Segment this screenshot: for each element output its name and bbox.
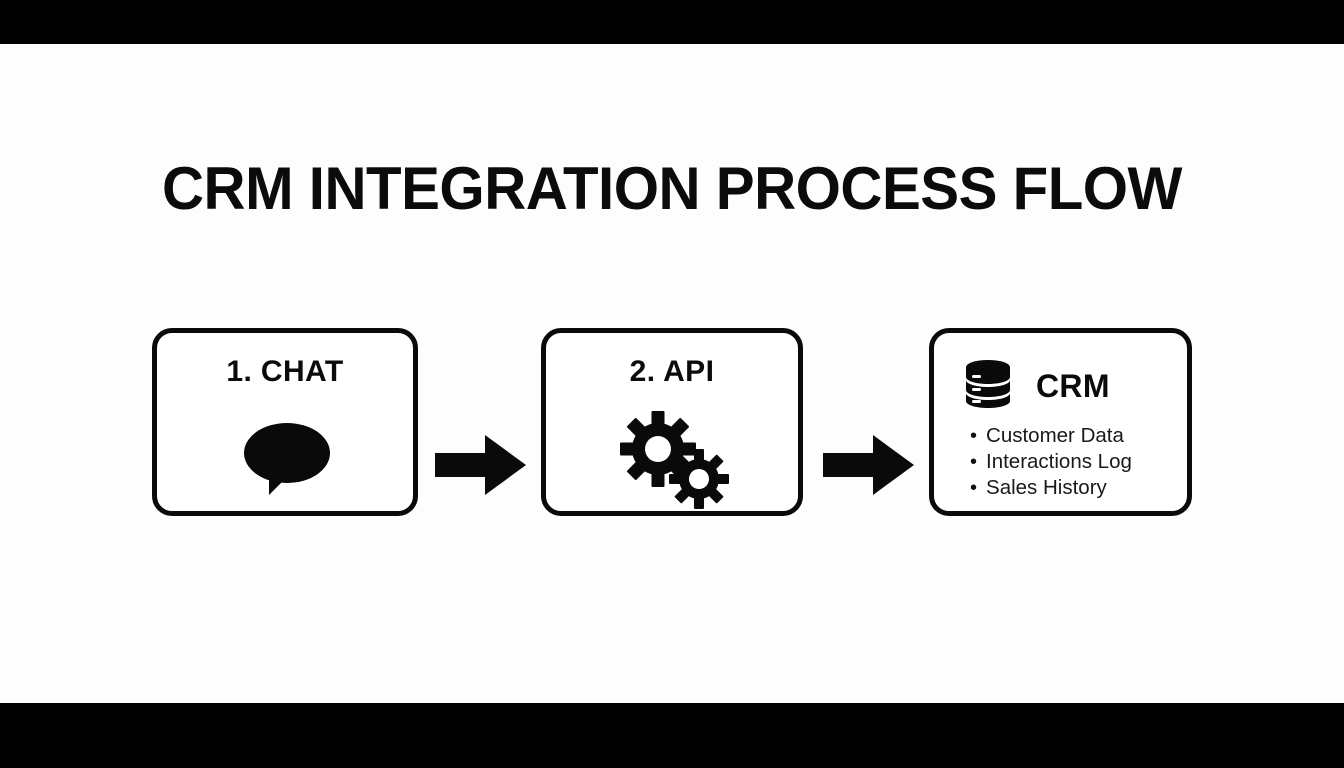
bullet-marker: • bbox=[970, 451, 978, 473]
arrow-api-to-crm bbox=[823, 434, 915, 501]
flow-step-crm-label: CRM bbox=[1036, 368, 1110, 404]
page-title: CRM INTEGRATION PROCESS FLOW bbox=[162, 155, 1182, 222]
crm-header: CRM bbox=[964, 359, 1110, 414]
list-item: • Interactions Log bbox=[970, 449, 1132, 475]
diagram-canvas: CRM INTEGRATION PROCESS FLOW 1. CHAT 2. … bbox=[0, 44, 1344, 703]
flow-step-api[interactable]: 2. API bbox=[541, 328, 803, 516]
flow-step-crm[interactable]: CRM • Customer Data • Interactions Log •… bbox=[929, 328, 1192, 516]
bullet-marker: • bbox=[970, 477, 978, 499]
letterbox-bar-top bbox=[0, 0, 1344, 44]
database-icon bbox=[964, 359, 1012, 414]
list-item-label: Interactions Log bbox=[986, 450, 1132, 473]
letterbox-bar-bottom bbox=[0, 703, 1344, 768]
list-item: • Sales History bbox=[970, 475, 1132, 501]
flow-step-chat[interactable]: 1. CHAT bbox=[152, 328, 418, 516]
bullet-marker: • bbox=[970, 425, 978, 447]
crm-bullet-list: • Customer Data • Interactions Log • Sal… bbox=[970, 423, 1132, 501]
arrow-chat-to-api bbox=[435, 434, 527, 501]
list-item: • Customer Data bbox=[970, 423, 1132, 449]
list-item-label: Customer Data bbox=[986, 424, 1124, 447]
gears-icon bbox=[546, 411, 798, 511]
list-item-label: Sales History bbox=[986, 476, 1107, 499]
flow-step-api-label: 2. API bbox=[629, 355, 715, 388]
flow-step-chat-label: 1. CHAT bbox=[226, 355, 344, 388]
speech-bubble-icon bbox=[157, 419, 413, 497]
